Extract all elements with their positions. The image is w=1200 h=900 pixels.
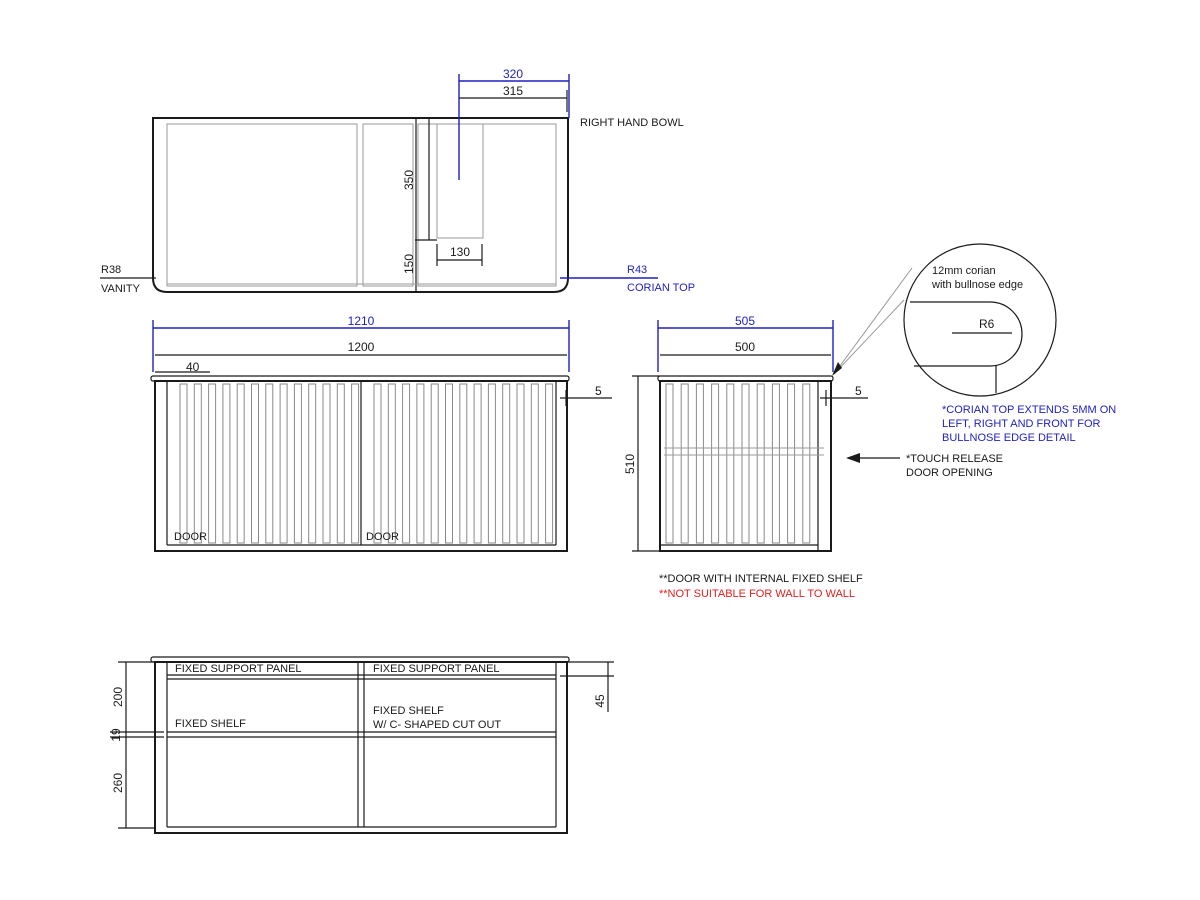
dim-350: 350 (402, 170, 416, 190)
dim-150: 150 (402, 254, 416, 274)
door-flute (416, 383, 425, 544)
label-r43: R43 (627, 264, 647, 276)
touch-release-arrow-icon (846, 453, 860, 463)
dim-260: 260 (111, 773, 125, 793)
door-flute (293, 383, 302, 544)
plan-view: 320 315 350 150 130 RIGHT HAND BOWL R38 … (100, 67, 695, 295)
door-right-label: DOOR (366, 531, 399, 543)
plan-panel-mid (362, 123, 414, 287)
detail-circle (903, 243, 1057, 397)
side-cabinet (659, 380, 832, 552)
door-flute (530, 383, 539, 544)
dim-1210: 1210 (348, 314, 375, 328)
door-flute (545, 383, 554, 544)
door-flute (473, 383, 482, 544)
label-right-hand-bowl: RIGHT HAND BOWL (580, 117, 684, 129)
side-flute (711, 383, 720, 544)
detail-leader-1 (833, 267, 913, 375)
detail-label-line1: 12mm corian (932, 265, 996, 277)
dim-200: 200 (111, 687, 125, 707)
bullnose-detail: 12mm corian with bullnose edge R6 *CORIA… (832, 243, 1116, 444)
door-flute (487, 383, 496, 544)
detail-note-1: *CORIAN TOP EXTENDS 5MM ON (942, 404, 1116, 416)
door-flute (308, 383, 317, 544)
door-flute (279, 383, 288, 544)
label-vanity: VANITY (101, 283, 141, 295)
dim-510: 510 (623, 454, 637, 474)
note-internal-shelf: **DOOR WITH INTERNAL FIXED SHELF (659, 573, 863, 585)
side-flute (787, 383, 796, 544)
side-flute (756, 383, 765, 544)
side-flute (771, 383, 780, 544)
label-r38: R38 (101, 264, 121, 276)
note-not-wall-to-wall: **NOT SUITABLE FOR WALL TO WALL (659, 588, 855, 600)
detail-note-3: BULLNOSE EDGE DETAIL (942, 432, 1076, 444)
label-fixed-shelf-right-1: FIXED SHELF (373, 705, 444, 717)
door-left-label: DOOR (174, 531, 207, 543)
door-flute (459, 383, 468, 544)
side-view: 505 500 510 5 *TOUCH RELEASE DOOR OPENIN… (623, 314, 1003, 600)
door-flute (502, 383, 511, 544)
door-flute (516, 383, 525, 544)
dim-505: 505 (735, 314, 755, 328)
detail-label-line2: with bullnose edge (931, 279, 1023, 291)
side-flute (802, 383, 811, 544)
door-flute (351, 383, 360, 544)
label-corian-top: CORIAN TOP (627, 282, 695, 294)
label-support-panel-left: FIXED SUPPORT PANEL (175, 663, 302, 675)
door-flute (387, 383, 396, 544)
door-flute (430, 383, 439, 544)
side-flute (680, 383, 689, 544)
side-flutes (665, 383, 811, 544)
door-flute (208, 383, 217, 544)
door-flute (236, 383, 245, 544)
dim-19: 19 (109, 728, 123, 742)
dim-315: 315 (503, 84, 523, 98)
label-support-panel-right: FIXED SUPPORT PANEL (373, 663, 500, 675)
section-cabinet (154, 661, 568, 834)
door-flute (445, 383, 453, 544)
dim-45: 45 (593, 694, 607, 708)
detail-note-2: LEFT, RIGHT AND FRONT FOR (942, 418, 1101, 430)
dim-1200: 1200 (348, 340, 375, 354)
plan-panel-left (166, 123, 358, 287)
label-fixed-shelf-right-2: W/ C- SHAPED CUT OUT (373, 719, 501, 731)
dim-5-side: 5 (855, 384, 862, 398)
door-flute (251, 383, 259, 544)
dim-320: 320 (503, 67, 523, 81)
door-flute (193, 383, 202, 544)
bullnose-profile (910, 301, 1023, 367)
dim-5-front: 5 (595, 384, 602, 398)
vanity-outline (152, 117, 569, 293)
door-flute (265, 383, 274, 544)
door-flute (322, 383, 331, 544)
door-flutes (179, 383, 554, 544)
door-flute (373, 383, 382, 544)
detail-arrow-icon (832, 362, 842, 376)
bowl-slot (436, 123, 484, 239)
section-view: FIXED SUPPORT PANEL FIXED SUPPORT PANEL … (109, 656, 614, 834)
label-fixed-shelf-left: FIXED SHELF (175, 718, 246, 730)
door-flute (402, 383, 411, 544)
side-flute (726, 383, 735, 544)
door-flute (222, 383, 231, 544)
side-flute (695, 383, 704, 544)
touch-release-line1: *TOUCH RELEASE (906, 453, 1003, 465)
detail-leader-2 (833, 299, 905, 375)
detail-r6: R6 (979, 317, 995, 331)
plan-panel-right (417, 123, 557, 287)
front-view: 1210 1200 40 DOOR DOOR 5 (150, 314, 612, 552)
touch-release-line2: DOOR OPENING (906, 467, 993, 479)
dim-500: 500 (735, 340, 755, 354)
door-flute (179, 383, 188, 544)
dim-130: 130 (450, 245, 470, 259)
side-flute (741, 383, 750, 544)
dim-40: 40 (186, 360, 200, 374)
side-flute (665, 383, 674, 544)
door-flute (336, 383, 345, 544)
